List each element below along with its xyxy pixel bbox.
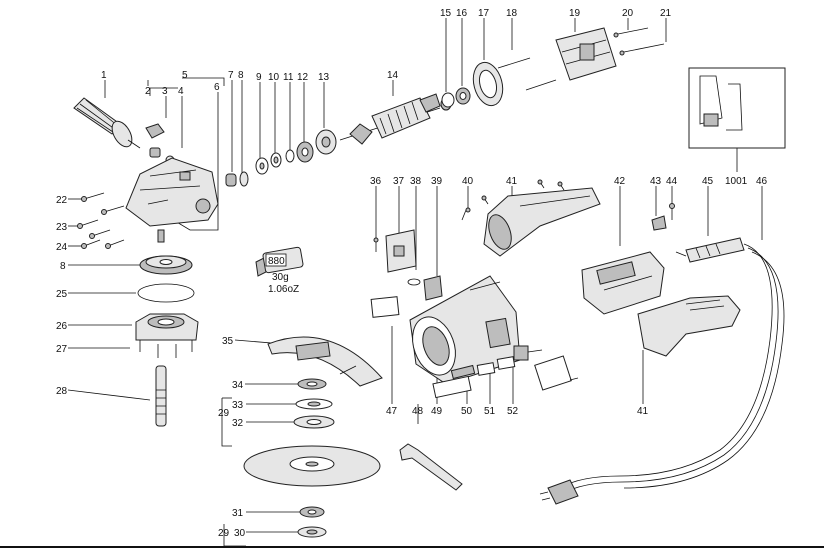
callout-14: 14 bbox=[387, 70, 399, 81]
callout-22: 22 bbox=[56, 195, 68, 206]
gear-housing bbox=[125, 157, 219, 227]
callout-46: 46 bbox=[756, 176, 768, 187]
callout-13: 13 bbox=[318, 72, 330, 83]
grease-text: 880 30g 1.06oZ bbox=[265, 253, 299, 295]
callout-37: 37 bbox=[393, 176, 405, 187]
inset-detail-box bbox=[688, 67, 786, 149]
wheel-flanges bbox=[293, 378, 335, 429]
callout-11: 11 bbox=[283, 72, 294, 83]
callout-9: 9 bbox=[256, 72, 262, 83]
callout-15: 15 bbox=[440, 8, 452, 19]
callout-52: 52 bbox=[507, 406, 519, 417]
callout-35: 35 bbox=[222, 336, 234, 347]
callout-50: 50 bbox=[461, 406, 473, 417]
callout-19: 19 bbox=[569, 8, 581, 19]
callout-32: 32 bbox=[232, 418, 244, 429]
callout-49: 49 bbox=[431, 406, 443, 417]
gear-and-flange bbox=[135, 255, 199, 427]
bottom-rule bbox=[0, 546, 824, 548]
callout-30: 30 bbox=[234, 528, 246, 539]
wheel-guard bbox=[267, 336, 383, 387]
grease-label: 880 bbox=[268, 256, 285, 267]
callout-33: 33 bbox=[232, 400, 244, 411]
power-cord bbox=[539, 237, 785, 505]
callout-28: 28 bbox=[56, 386, 68, 397]
grinding-disc bbox=[243, 445, 381, 487]
motor-housing bbox=[409, 275, 521, 385]
callout-1001: 1001 bbox=[725, 176, 748, 187]
callout-17: 17 bbox=[478, 8, 490, 19]
callout-31: 31 bbox=[232, 508, 244, 519]
spindle-lock-parts bbox=[145, 123, 175, 165]
callout-26: 26 bbox=[56, 321, 68, 332]
switch-parts bbox=[370, 229, 443, 318]
top-handle-shell bbox=[461, 179, 601, 257]
callout-48: 48 bbox=[412, 406, 424, 417]
pin-wrench bbox=[399, 443, 463, 491]
grease-weight-g: 30g bbox=[272, 272, 289, 283]
callout-2: 2 bbox=[145, 86, 151, 97]
callout-18: 18 bbox=[506, 8, 518, 19]
callout-20: 20 bbox=[622, 8, 634, 19]
field-stator bbox=[555, 27, 665, 81]
callout-21: 21 bbox=[660, 8, 672, 19]
callout-24: 24 bbox=[56, 242, 68, 253]
callout-16: 16 bbox=[456, 8, 468, 19]
callout-27: 27 bbox=[56, 344, 68, 355]
callout-39: 39 bbox=[431, 176, 443, 187]
callout-10: 10 bbox=[268, 72, 280, 83]
grease-weight-oz: 1.06oZ bbox=[268, 284, 299, 295]
bearings-and-baffle bbox=[441, 57, 557, 108]
callout-23: 23 bbox=[56, 222, 68, 233]
callout-8a: 8 bbox=[238, 70, 244, 81]
callout-4: 4 bbox=[178, 86, 184, 97]
callout-41a: 41 bbox=[506, 176, 518, 187]
callout-38: 38 bbox=[410, 176, 422, 187]
callout-34: 34 bbox=[232, 380, 244, 391]
callout-25: 25 bbox=[56, 289, 68, 300]
small-clip-and-screw bbox=[651, 203, 675, 231]
clamping-nuts bbox=[297, 506, 327, 538]
callout-36: 36 bbox=[370, 176, 382, 187]
callout-47: 47 bbox=[386, 406, 398, 417]
callout-43: 43 bbox=[650, 176, 662, 187]
callout-12: 12 bbox=[297, 72, 309, 83]
callout-1: 1 bbox=[101, 70, 107, 81]
electronics-module bbox=[581, 251, 665, 315]
callout-6: 6 bbox=[214, 82, 220, 93]
callout-40: 40 bbox=[462, 176, 474, 187]
callout-7: 7 bbox=[228, 70, 234, 81]
armature bbox=[339, 93, 452, 145]
callout-29b: 29 bbox=[218, 528, 230, 539]
side-handle bbox=[73, 97, 141, 149]
callout-51: 51 bbox=[484, 406, 496, 417]
callout-44: 44 bbox=[666, 176, 678, 187]
bearing-stack bbox=[225, 129, 337, 187]
labels-and-plates bbox=[432, 345, 579, 399]
callout-3: 3 bbox=[162, 86, 168, 97]
callout-labels: 1 2 3 4 5 6 7 8 9 10 11 12 13 14 15 16 1… bbox=[56, 8, 768, 539]
callout-5: 5 bbox=[182, 70, 188, 81]
callout-42: 42 bbox=[614, 176, 626, 187]
housing-screws bbox=[77, 192, 165, 249]
callout-8b: 8 bbox=[60, 261, 66, 272]
rear-handle-shell bbox=[637, 295, 741, 357]
callout-29a: 29 bbox=[218, 408, 230, 419]
callout-45: 45 bbox=[702, 176, 714, 187]
callout-41b: 41 bbox=[637, 406, 649, 417]
